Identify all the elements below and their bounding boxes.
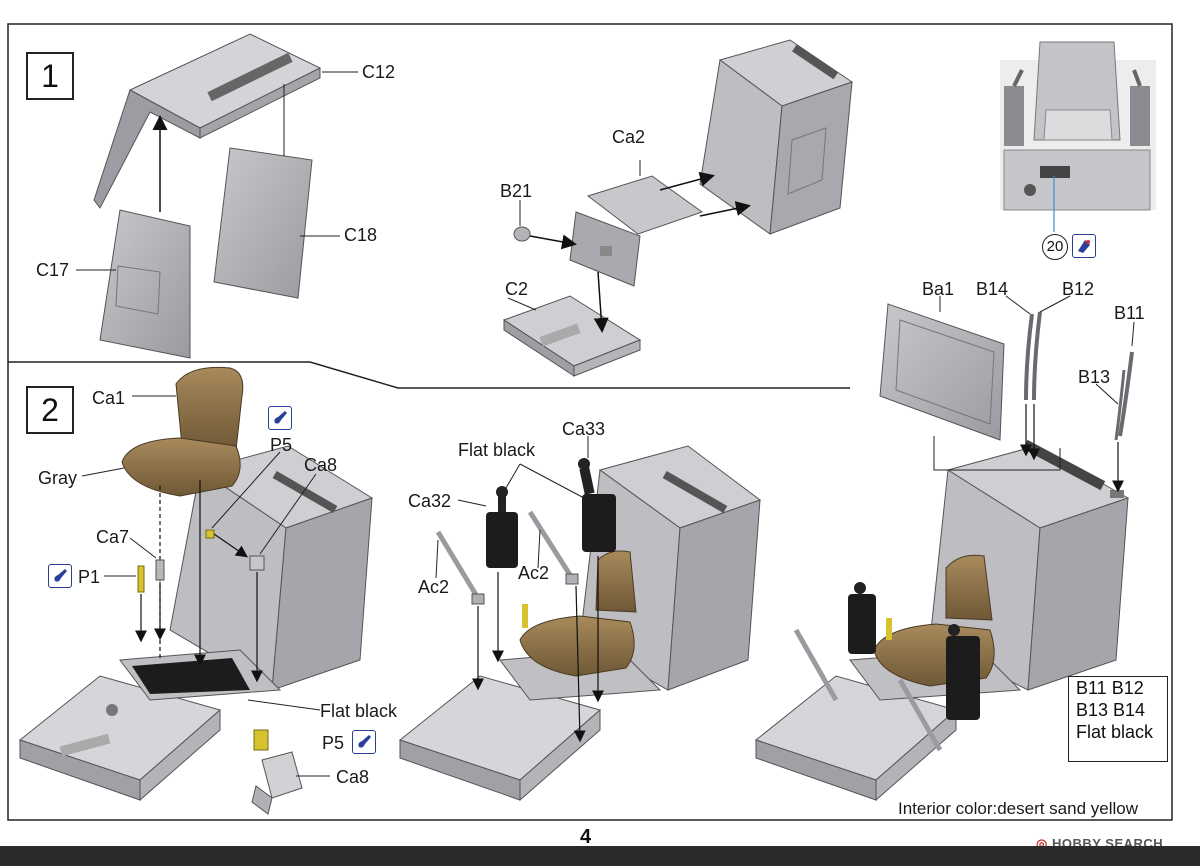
paint-bottle-icon: [1072, 234, 1096, 258]
label-ca33: Ca33: [562, 419, 606, 439]
part-step2-assembly-b: [398, 445, 762, 802]
part-b21: [513, 226, 531, 242]
part-ca2: [569, 175, 704, 287]
page-frame: [7, 23, 1173, 821]
part-ca33-lever: [578, 458, 616, 552]
reference-seat-view: [1000, 41, 1156, 211]
part-c2: [502, 295, 642, 377]
label-ca32: Ca32: [408, 491, 452, 511]
paint-brush-icon: [352, 730, 376, 754]
part-ba1: [879, 303, 1005, 441]
label-c17: C17: [36, 260, 70, 280]
label-p1: P1: [78, 567, 101, 587]
label-b12: B12: [1062, 279, 1095, 299]
part-step2-assembly-c: [754, 439, 1130, 802]
part-c17: [99, 209, 191, 359]
step-number-1: 1: [26, 52, 74, 100]
part-step2-assembly-a: [18, 445, 374, 802]
label-ca1: Ca1: [92, 388, 126, 408]
part-ca1-seat: [121, 366, 244, 497]
label-c18: C18: [344, 225, 378, 245]
label-ca8-top: Ca8: [304, 455, 338, 475]
label-c2: C2: [505, 279, 529, 299]
part-ca32-lever: [486, 486, 518, 568]
label-flat-black-floor: Flat black: [320, 701, 398, 721]
label-ac2-left: Ac2: [418, 577, 450, 597]
paint-legend: B11 B12 B13 B14 Flat black: [1068, 676, 1168, 762]
label-b14: B14: [976, 279, 1009, 299]
footer-strip: [0, 846, 1200, 866]
page-number: 4: [580, 826, 592, 848]
label-ac2-right: Ac2: [518, 563, 550, 583]
legend-row: B13 B14: [1076, 700, 1146, 720]
watermark-logo-icon: ◎: [1036, 836, 1048, 851]
interior-color-note: Interior color:desert sand yellow: [898, 799, 1139, 818]
label-ca2: Ca2: [612, 127, 646, 147]
part-p5-ca8-detail: [251, 729, 303, 815]
legend-row: Flat black: [1076, 722, 1154, 742]
legend-row: B11 B12: [1076, 678, 1144, 698]
part-console-box: [699, 39, 854, 235]
part-c12: [93, 33, 322, 209]
label-p5-bottom: P5: [322, 733, 345, 753]
label-p5-top: P5: [270, 435, 293, 455]
label-b13: B13: [1078, 367, 1111, 387]
label-b11: B11: [1114, 303, 1145, 323]
label-c12: C12: [362, 62, 396, 82]
label-ca7: Ca7: [96, 527, 130, 547]
label-gray: Gray: [38, 468, 78, 488]
reference-number-20: 20: [1042, 234, 1068, 260]
paint-brush-icon: [268, 406, 292, 430]
paint-brush-icon: [48, 564, 72, 588]
label-b21: B21: [500, 181, 533, 201]
label-flat-black-levers: Flat black: [458, 440, 536, 460]
step-number-2: 2: [26, 386, 74, 434]
step-divider: [8, 361, 850, 389]
part-c18: [213, 147, 313, 299]
label-ca8-bottom: Ca8: [336, 767, 370, 787]
label-ba1: Ba1: [922, 279, 955, 299]
